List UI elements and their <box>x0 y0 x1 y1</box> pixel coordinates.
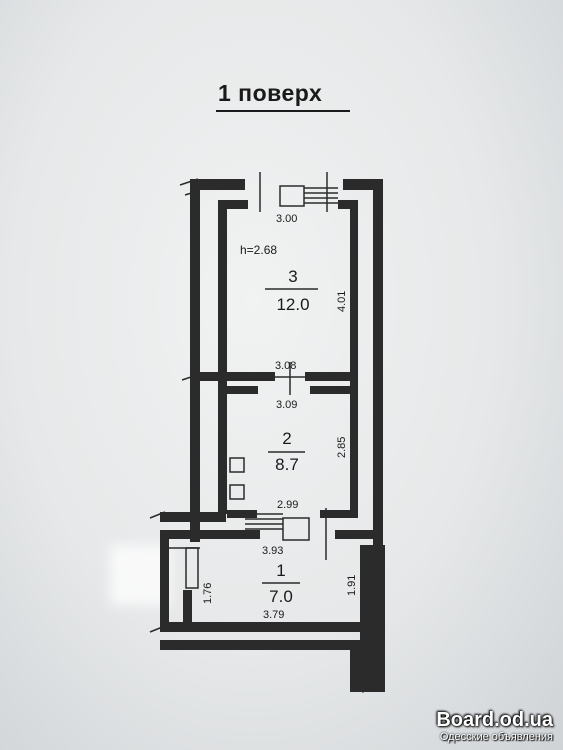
partition-left <box>200 372 275 381</box>
room-1-area: 7.0 <box>269 587 293 606</box>
dim-room1-right: 1.91 <box>346 574 358 596</box>
partition-right <box>305 372 358 381</box>
watermark-subtitle: Одесские объявления <box>439 731 553 743</box>
wall-room1-top-right <box>335 530 383 539</box>
wall-right-inner <box>350 209 358 517</box>
wall-bottom-inner <box>227 510 257 518</box>
room-3-number: 3 <box>288 267 298 286</box>
wall-top-right <box>343 179 383 190</box>
dim-room1-left: 1.76 <box>202 582 214 604</box>
room-2-number: 2 <box>282 429 292 448</box>
wall-left-inner <box>218 209 227 514</box>
dim-room3-width: 3.00 <box>276 213 298 225</box>
wall-bottom-outer <box>160 640 360 650</box>
wall-bottom-right <box>320 510 358 518</box>
dim-room1-top: 3.93 <box>262 545 284 557</box>
wall-top-inner-right <box>338 200 358 209</box>
dim-room2-length: 2.85 <box>336 436 348 458</box>
room-2-area: 8.7 <box>275 455 299 474</box>
floor-title: 1 поверх <box>218 80 323 106</box>
dim-room2-top: 3.09 <box>276 399 298 411</box>
dim-room1-bottom: 3.79 <box>263 609 285 621</box>
dim-room3-bottom: 3.08 <box>275 360 297 372</box>
title-underline <box>216 110 350 112</box>
sink-icon <box>229 457 245 473</box>
wall-right-outer <box>373 190 383 545</box>
wall-top-inner-left <box>218 200 248 209</box>
column-room1 <box>183 590 192 622</box>
wall-bottom-left <box>160 512 226 522</box>
wall-room1-left <box>160 539 169 631</box>
partition-lower-left <box>218 386 258 394</box>
room-3-area: 12.0 <box>276 295 310 314</box>
wall-room1-top <box>160 530 260 539</box>
wall-room1-right <box>360 545 385 660</box>
window-top <box>279 185 305 207</box>
dim-room3-height: h=2.68 <box>240 243 278 257</box>
wall-corner-bottom <box>350 650 385 692</box>
dim-room2-bottom: 2.99 <box>277 499 299 511</box>
toilet-icon <box>229 484 245 500</box>
watermark-site: Board.od.ua <box>436 709 553 731</box>
room-1-number: 1 <box>276 561 286 580</box>
dim-room3-length: 4.01 <box>336 290 348 312</box>
watermark: Board.od.ua Одесские объявления <box>436 709 553 744</box>
wall-top-left <box>190 179 245 190</box>
wall-left-outer <box>190 190 200 542</box>
stair-box <box>282 517 310 541</box>
wall-room1-bottom <box>160 622 385 632</box>
partition-lower-right <box>310 386 358 394</box>
